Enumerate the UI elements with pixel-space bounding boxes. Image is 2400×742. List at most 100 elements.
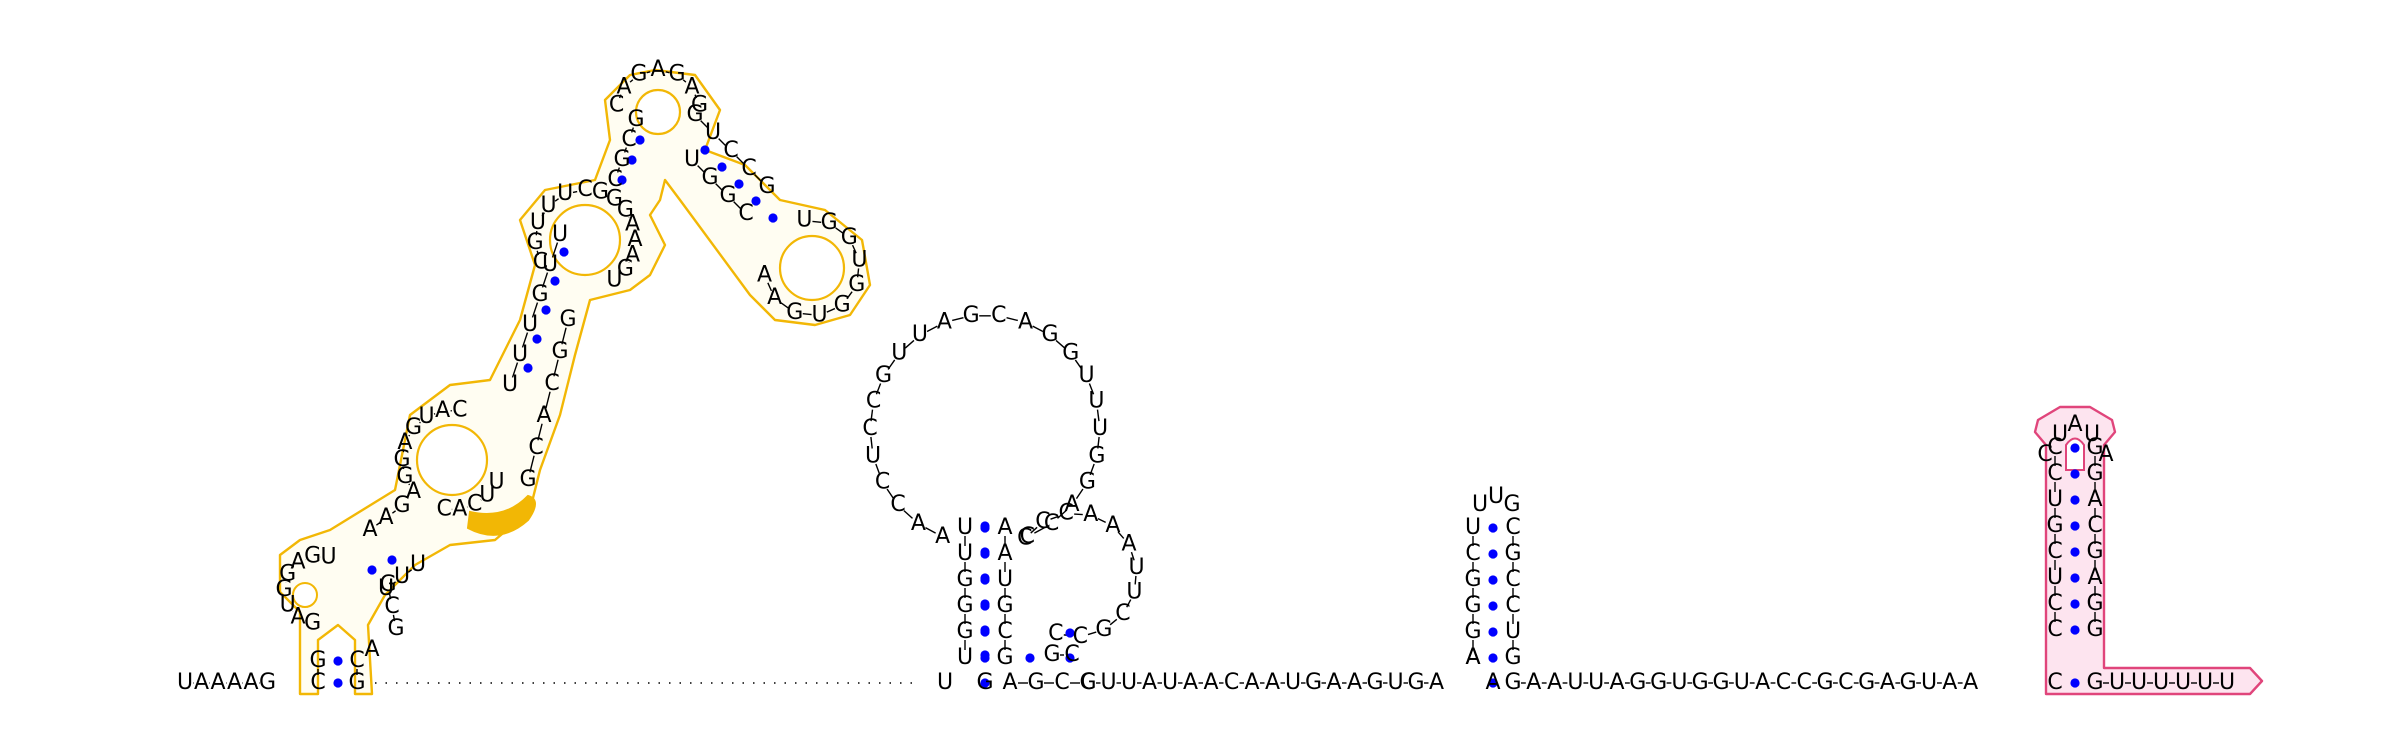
domain-1-loop-nucleotide: A: [290, 605, 305, 630]
backbone-lines: [193, 71, 2219, 684]
mid-loop-a-nucleotide: U: [1088, 389, 1104, 414]
tail-3prime-nucleotide: U: [2131, 670, 2147, 695]
backbone-3prime-nucleotide: A: [1526, 670, 1541, 695]
base-pair-dot: [1065, 628, 1075, 638]
domain-1-stem-nucleotide: A: [536, 403, 551, 428]
backbone-bond: [554, 198, 559, 202]
domain-1-internal-loop-nucleotide: G: [592, 179, 609, 204]
hairpin-loop-nucleotide: G: [1503, 492, 1520, 517]
domain-1-loop-nucleotide: G: [275, 577, 292, 602]
backbone-bond: [1117, 531, 1125, 539]
backbone-bond: [1030, 526, 1038, 534]
backbone-bond: [780, 302, 789, 309]
base-pair-dot: [2070, 443, 2080, 453]
mid-loop-a-nucleotide: A: [935, 524, 950, 549]
backbone-3prime-nucleotide: A: [1609, 670, 1624, 695]
mid-loop-a-nucleotide: U: [1092, 416, 1108, 441]
backbone-bond: [529, 455, 535, 473]
backbone-bond: [767, 282, 773, 292]
base-pair-dot: [980, 573, 990, 583]
domain-1-stem-nucleotide: A: [362, 517, 377, 542]
mid-stem-nucleotide: G: [1043, 642, 1060, 667]
backbone-5prime-nucleotide: U: [177, 670, 193, 695]
domain-1-branch-loop-nucleotide: G: [848, 272, 865, 297]
base-pair-dot: [1488, 627, 1498, 637]
backbone-bond: [407, 569, 413, 573]
mid-stem-nucleotide: U: [937, 670, 953, 695]
backbone-bond: [682, 79, 687, 83]
backbone-3prime-nucleotide: A: [1942, 670, 1957, 695]
backbone-bond: [694, 94, 698, 99]
base-pair-dot: [1488, 601, 1498, 611]
backbone-bond: [531, 302, 539, 318]
base-pair-dot: [627, 155, 637, 165]
mid-loop-a-nucleotide: U: [1078, 363, 1094, 388]
backbone-3prime-nucleotide: U: [1567, 670, 1583, 695]
backbone-bond: [1134, 575, 1137, 585]
mid-stem-nucleotide: C: [1054, 670, 1069, 695]
backbone-bond: [1055, 339, 1066, 349]
domain-1-stem-nucleotide: G: [379, 572, 396, 597]
domain-1-branch-nucleotide: G: [701, 165, 718, 190]
backbone-3prime-nucleotide: A: [1880, 670, 1895, 695]
backbone-bond: [1088, 383, 1095, 395]
backbone-mid-nucleotide: G: [1366, 670, 1383, 695]
backbone-3prime-nucleotide: A: [1755, 670, 1770, 695]
domain-1-loop-nucleotide: G: [304, 611, 321, 636]
backbone-bond: [536, 250, 540, 256]
domain-1-stem-nucleotide: C: [544, 371, 559, 396]
backbone-3prime-nucleotide: U: [1734, 670, 1750, 695]
backbone-mid-nucleotide: G: [1407, 670, 1424, 695]
backbone-3prime-nucleotide: G: [1900, 670, 1917, 695]
base-pair-dot: [559, 247, 569, 257]
mid-loop-a-nucleotide: C: [866, 389, 881, 414]
domain-1-apical-loop-nucleotide: A: [684, 74, 699, 99]
backbone-bond: [1057, 510, 1067, 519]
backbone-bond: [1075, 488, 1084, 499]
base-pair-dot: [700, 145, 710, 155]
domain-1-branch-nucleotide: C: [741, 156, 756, 181]
mid-stem-nucleotide: A: [1002, 670, 1017, 695]
mid-stem-nucleotide: G: [956, 593, 973, 618]
domain-1-internal-loop-nucleotide: U: [606, 267, 622, 292]
domain-1-small-loop-outline: [292, 582, 318, 608]
base-pair-dot: [980, 625, 990, 635]
domain-1-stem-nucleotide: C: [528, 435, 543, 460]
backbone-bond: [1087, 631, 1097, 636]
domain-2-stem-nucleotide: G: [2046, 513, 2063, 538]
backbone-mid-nucleotide: A: [1326, 670, 1341, 695]
domain-1-internal-loop-nucleotide: A: [435, 398, 450, 423]
backbone-bond: [1109, 618, 1118, 626]
backbone-mid-nucleotide: A: [1142, 670, 1157, 695]
backbone-bond: [875, 463, 881, 476]
domain-1-loop-nucleotide: G: [279, 562, 296, 587]
mid-loop-b-nucleotide: C: [1035, 509, 1050, 534]
domain-1-internal-loop-nucleotide: U: [530, 210, 546, 235]
backbone-bond: [572, 190, 578, 194]
backbone-bond: [629, 79, 634, 83]
backbone-mid-nucleotide: U: [1100, 670, 1116, 695]
mid-loop-a-nucleotide: G: [963, 303, 980, 328]
mid-stem-nucleotide: U: [957, 645, 973, 670]
backbone-3prime-nucleotide: A: [1547, 670, 1562, 695]
hairpin-loop-nucleotide: U: [1472, 492, 1488, 517]
backbone-bond: [733, 201, 741, 209]
domain-1-internal-loop-nucleotide: A: [452, 496, 467, 521]
backbone-bond: [541, 272, 549, 288]
base-pair-dot: [2070, 625, 2080, 635]
domain-1-branch-loop-nucleotide: A: [757, 263, 772, 288]
mid-stem-nucleotide: G: [956, 619, 973, 644]
domain-1-internal-loop-nucleotide: A: [627, 227, 642, 252]
backbone-bond: [616, 167, 621, 173]
domain-1-branch-nucleotide: C: [738, 201, 753, 226]
domain-2-stem-nucleotide: C: [2087, 513, 2102, 538]
domain-1-branch-loop-nucleotide: A: [767, 285, 782, 310]
backbone-mid-nucleotide: A: [1203, 670, 1218, 695]
backbone-3prime-nucleotide: G: [1712, 670, 1729, 695]
domain-1-internal-loop-outline: [415, 423, 489, 497]
mid-stem-nucleotide: U: [957, 515, 973, 540]
backbone-bond: [419, 421, 421, 424]
mid-loop-b-nucleotide: A: [1121, 532, 1136, 557]
mid-stem-nucleotide: G: [976, 670, 993, 695]
